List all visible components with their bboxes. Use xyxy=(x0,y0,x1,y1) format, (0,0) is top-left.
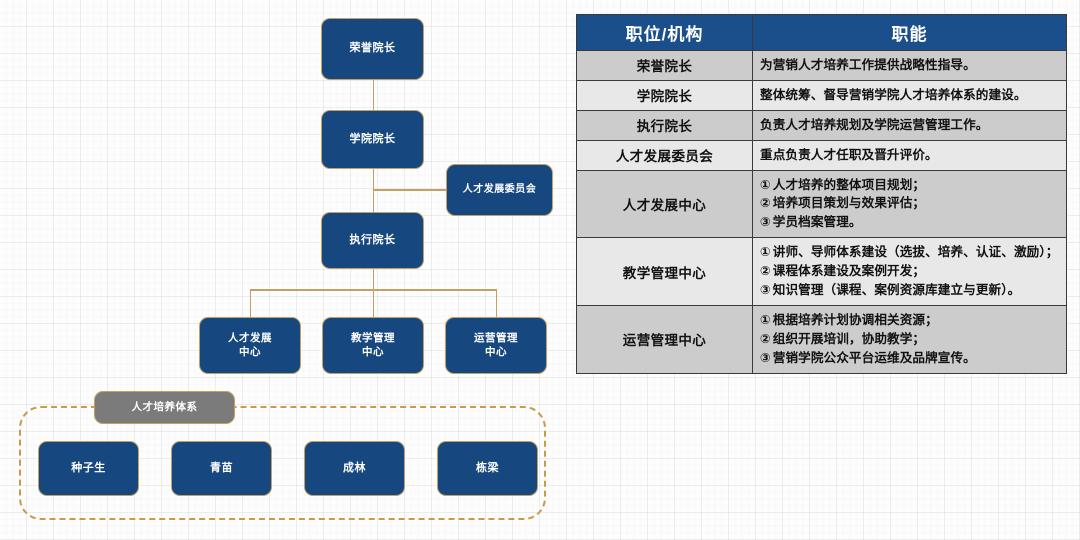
connector-honorary-to-college xyxy=(372,80,375,114)
duty-line: 重点负责人才任职及晋升评价。 xyxy=(760,146,1059,165)
table-cell-role: 学院院长 xyxy=(576,79,753,111)
table-cell-role: 人才发展中心 xyxy=(576,169,753,239)
function-table: 职位/机构 职能 荣誉院长为营销人才培养工作提供战略性指导。学院院长整体统筹、督… xyxy=(576,14,1067,374)
talent-system-group xyxy=(19,406,546,520)
table-header-duty: 职能 xyxy=(752,14,1067,51)
table-cell-role: 运营管理中心 xyxy=(576,304,753,374)
duty-marker: ① xyxy=(760,245,771,260)
tier-node-seed[interactable]: 种子生 xyxy=(38,441,139,496)
table-header-role: 职位/机构 xyxy=(576,14,753,51)
duty-text: 营销学院公众平台运维及品牌宣传。 xyxy=(772,350,976,365)
table-cell-duty: 为营销人才培养工作提供战略性指导。 xyxy=(752,50,1067,81)
org-node-operation-mgmt-center[interactable]: 运营管理 中心 xyxy=(445,317,547,374)
table-body: 荣誉院长为营销人才培养工作提供战略性指导。学院院长整体统筹、督导营销学院人才培养… xyxy=(576,50,1067,374)
duty-text: 负责人才培养规划及学院运营管理工作。 xyxy=(760,117,989,132)
tier-node-grove[interactable]: 成林 xyxy=(304,441,405,496)
table-row: 荣誉院长为营销人才培养工作提供战略性指导。 xyxy=(576,50,1067,81)
duty-text: 组织开展培训，协助教学； xyxy=(772,331,926,346)
table-row: 执行院长负责人才培养规划及学院运营管理工作。 xyxy=(576,109,1067,141)
duty-text: 整体统筹、督导营销学院人才培养体系的建设。 xyxy=(760,87,1027,102)
duty-marker: ③ xyxy=(760,350,771,365)
duty-text: 讲师、导师体系建设（选拔、培养、认证、激励）； xyxy=(772,245,1059,260)
duty-marker: ② xyxy=(760,331,771,346)
org-node-teaching-mgmt-center[interactable]: 教学管理 中心 xyxy=(322,317,424,374)
table-cell-duty: 负责人才培养规划及学院运营管理工作。 xyxy=(752,109,1067,141)
duty-text: 根据培养计划协调相关资源； xyxy=(772,312,938,327)
duty-marker: ③ xyxy=(760,215,771,230)
duty-line: 整体统筹、督导营销学院人才培养体系的建设。 xyxy=(760,86,1059,105)
table-cell-duty: 重点负责人才任职及晋升评价。 xyxy=(752,139,1067,171)
table-cell-role: 荣誉院长 xyxy=(576,50,753,81)
connector-to-teaching-mgmt-center xyxy=(372,289,375,319)
duty-marker: ③ xyxy=(760,283,771,298)
duty-text: 学员档案管理。 xyxy=(772,215,862,230)
duty-line: 负责人才培养规划及学院运营管理工作。 xyxy=(760,116,1059,135)
table-cell-role: 人才发展委员会 xyxy=(576,139,753,171)
table-cell-duty: 整体统筹、督导营销学院人才培养体系的建设。 xyxy=(752,79,1067,111)
table-header-row: 职位/机构 职能 xyxy=(576,14,1067,51)
duty-marker: ① xyxy=(760,312,771,327)
duty-line: 为营销人才培养工作提供战略性指导。 xyxy=(760,56,1059,75)
org-node-college-dean[interactable]: 学院院长 xyxy=(321,110,424,169)
duty-text: 重点负责人才任职及晋升评价。 xyxy=(760,147,938,162)
connector-executive-down xyxy=(372,267,375,289)
duty-text: 课程体系建设及案例开发； xyxy=(772,264,926,279)
table-row: 学院院长整体统筹、督导营销学院人才培养体系的建设。 xyxy=(576,79,1067,111)
connector-to-talent-dev-center xyxy=(249,289,252,319)
duty-marker: ① xyxy=(760,177,771,192)
tier-node-pillar[interactable]: 栋梁 xyxy=(437,441,538,496)
table-cell-role: 教学管理中心 xyxy=(576,237,753,306)
duty-marker: ② xyxy=(760,264,771,279)
duty-text: 人才培养的整体项目规划； xyxy=(772,177,926,192)
connector-to-operation-mgmt-center xyxy=(495,289,498,319)
duty-text: 培养项目策划与效果评估； xyxy=(772,196,926,211)
connector-college-to-committee xyxy=(372,189,447,191)
table-cell-role: 执行院长 xyxy=(576,109,753,141)
duty-text: 为营销人才培养工作提供战略性指导。 xyxy=(760,58,976,72)
org-node-executive-dean[interactable]: 执行院长 xyxy=(321,212,424,269)
tier-node-sapling[interactable]: 青苗 xyxy=(171,441,272,496)
talent-system-label: 人才培养体系 xyxy=(94,391,235,424)
org-chart: 荣誉院长 学院院长 人才发展委员会 执行院长 人才发展 中心 教学管理 中心 运… xyxy=(19,18,553,520)
duty-text: 知识管理（课程、案例资源库建立与更新）。 xyxy=(772,283,1021,298)
org-node-talent-dev-center[interactable]: 人才发展 中心 xyxy=(199,317,301,374)
table-row: 人才发展委员会重点负责人才任职及晋升评价。 xyxy=(576,139,1067,171)
org-node-honorary-dean[interactable]: 荣誉院长 xyxy=(321,18,424,80)
duty-marker: ② xyxy=(760,196,771,211)
org-node-talent-committee[interactable]: 人才发展委员会 xyxy=(446,164,553,216)
